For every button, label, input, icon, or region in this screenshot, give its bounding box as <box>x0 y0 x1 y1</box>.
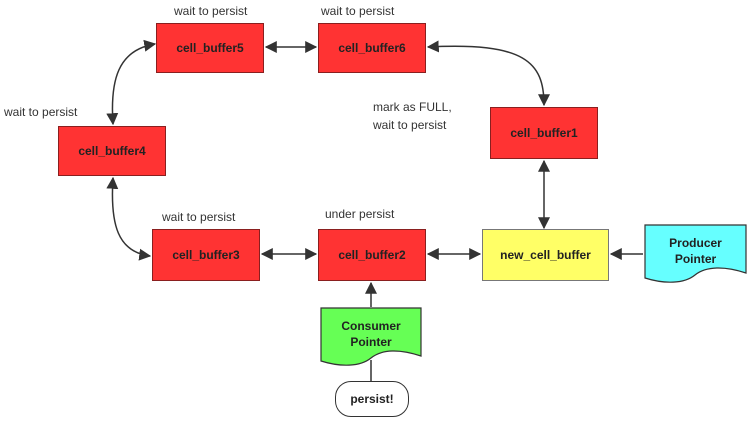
arrow-buffer4-buffer3 <box>106 176 152 261</box>
arrow-buffer5-buffer4 <box>106 39 157 126</box>
producer-pointer-label-line2: Pointer <box>674 252 717 266</box>
buffer6-status-note: wait to persist <box>321 4 395 18</box>
cell-buffer5-node: cell_buffer5 <box>156 23 264 73</box>
cell-buffer3-node: cell_buffer3 <box>152 229 260 281</box>
consumer-pointer-label-line2: Pointer <box>350 335 392 349</box>
cell-buffer1-node: cell_buffer1 <box>490 107 598 159</box>
consumer-pointer-label: Consumer Pointer <box>321 318 421 350</box>
buffer4-status-note: wait to persist <box>4 105 78 119</box>
buffer2-status-note: under persist <box>325 207 395 221</box>
cell-buffer6-node: cell_buffer6 <box>318 23 426 73</box>
cell-buffer2-node: cell_buffer2 <box>318 229 426 281</box>
arrow-buffer6-buffer1 <box>426 40 550 107</box>
producer-pointer-label: Producer Pointer <box>645 235 746 267</box>
buffer5-status-note: wait to persist <box>174 4 248 18</box>
producer-pointer-label-line1: Producer <box>669 236 722 250</box>
consumer-pointer-shape <box>320 307 422 366</box>
buffer1-status-note-line2: wait to persist <box>373 118 447 132</box>
persist-action-node: persist! <box>335 381 409 417</box>
producer-pointer-shape <box>644 224 747 283</box>
cell-buffer4-node: cell_buffer4 <box>58 126 166 176</box>
new-cell-buffer-node: new_cell_buffer <box>482 229 609 281</box>
buffer3-status-note: wait to persist <box>162 210 236 224</box>
buffer1-status-note-line1: mark as FULL, <box>373 100 452 114</box>
consumer-pointer-label-line1: Consumer <box>341 319 401 333</box>
